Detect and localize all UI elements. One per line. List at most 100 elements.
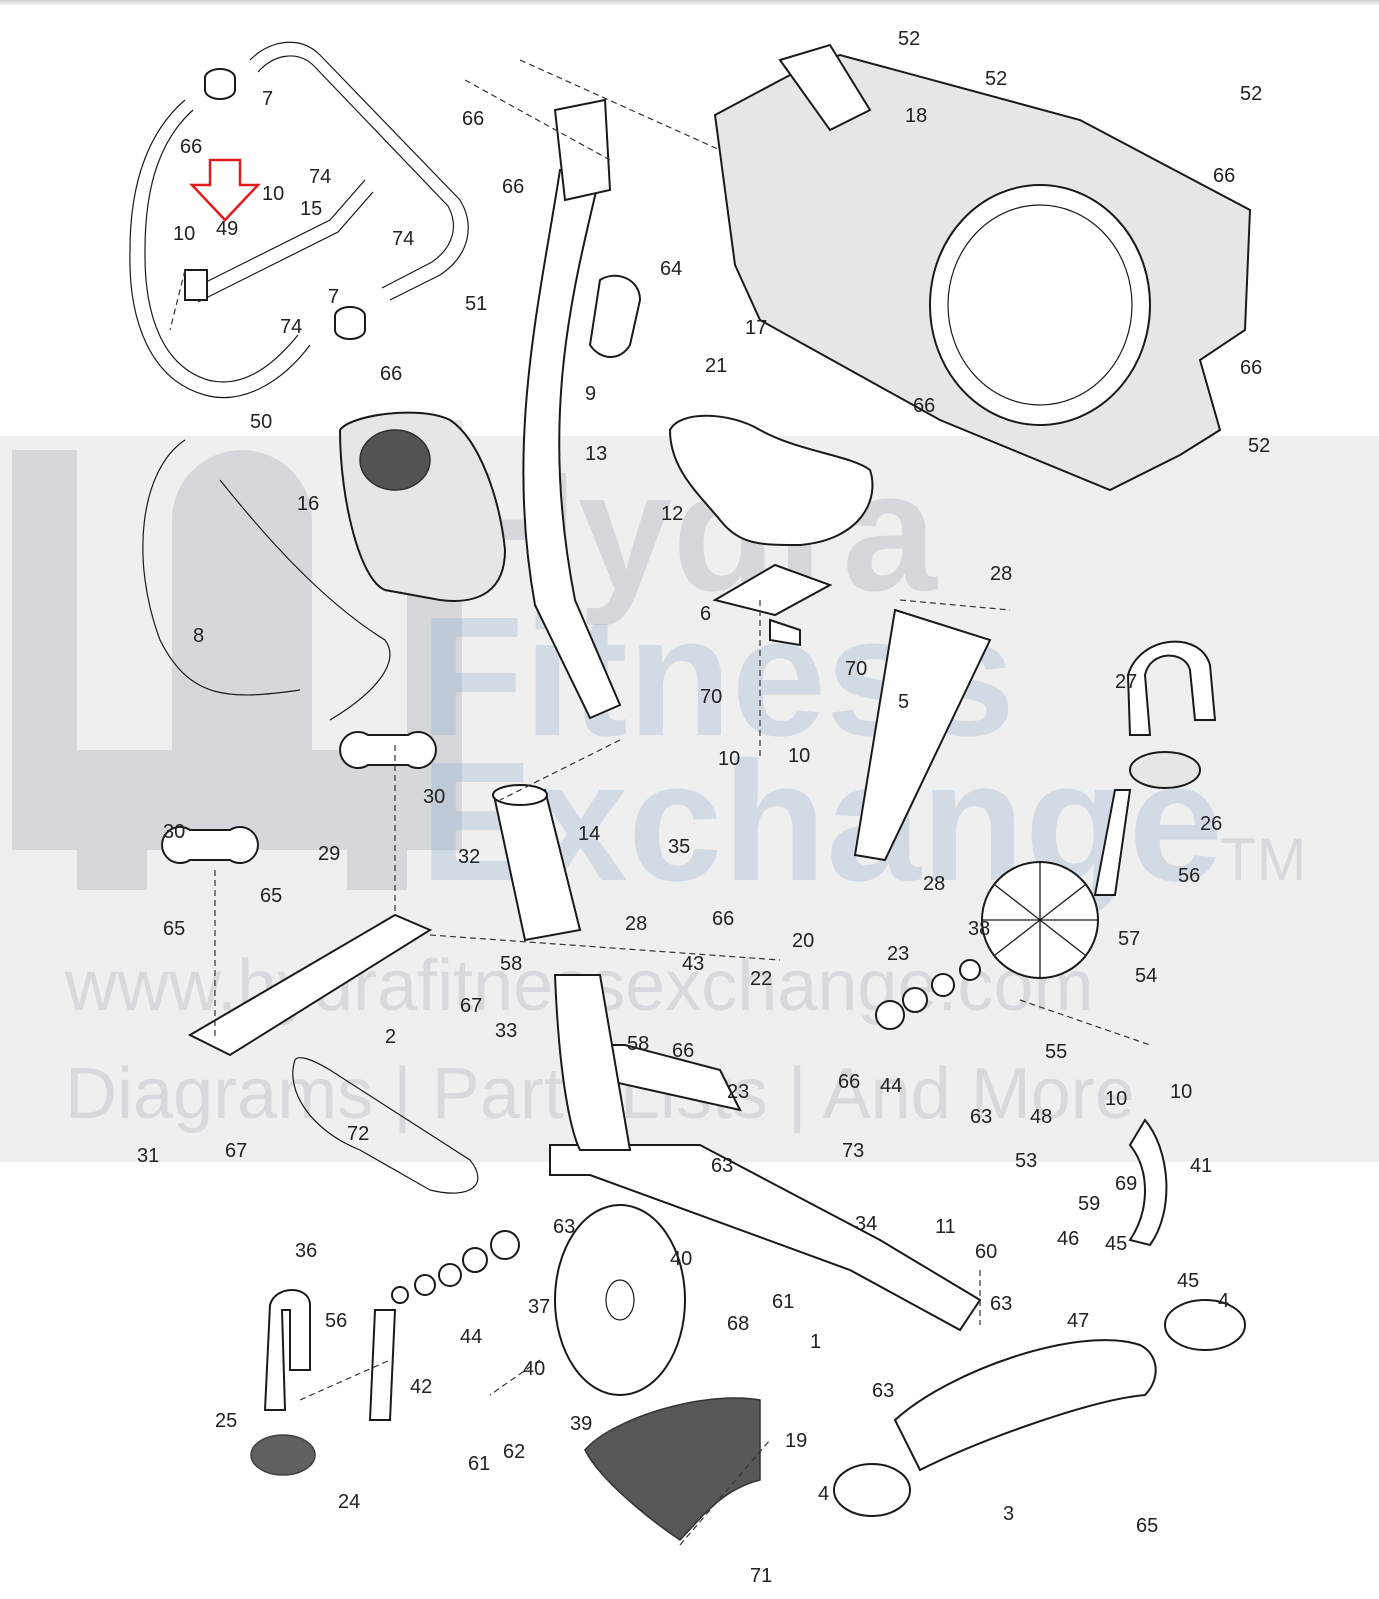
part-label: 34 [855, 1213, 877, 1235]
part-label: 46 [1057, 1228, 1079, 1250]
part-label: 28 [923, 873, 945, 895]
part-label: 23 [727, 1081, 749, 1103]
part-label: 3 [1003, 1503, 1014, 1525]
part-label: 36 [295, 1240, 317, 1262]
part-label: 18 [905, 105, 927, 127]
part-label: 22 [750, 968, 772, 990]
part-label: 54 [1135, 965, 1157, 987]
part-label: 52 [898, 28, 920, 50]
part-label: 62 [503, 1441, 525, 1463]
part-labels: 52 52 52 7 66 10 49 10 74 15 74 74 7 66 … [137, 28, 1270, 1587]
part-label: 48 [1030, 1106, 1052, 1128]
part-label: 41 [1190, 1155, 1212, 1177]
part-label: 42 [410, 1376, 432, 1398]
part-label: 31 [137, 1145, 159, 1167]
part-label: 17 [745, 317, 767, 339]
part-label: 37 [528, 1296, 550, 1318]
part-label: 8 [193, 625, 204, 647]
part-label: 10 [1105, 1088, 1127, 1110]
part-label: 63 [990, 1293, 1012, 1315]
part-label: 55 [1045, 1041, 1067, 1063]
part-label: 7 [262, 88, 273, 110]
part-label: 10 [788, 745, 810, 767]
part-label: 51 [465, 293, 487, 315]
part-label: 1 [810, 1331, 821, 1353]
part-label: 10 [262, 183, 284, 205]
part-label: 6 [700, 603, 711, 625]
watermark-logo [12, 420, 462, 890]
part-label: 72 [347, 1123, 369, 1145]
part-label: 14 [578, 823, 600, 845]
part-label: 45 [1177, 1270, 1199, 1292]
part-label: 26 [1200, 813, 1222, 835]
part-label: 47 [1067, 1310, 1089, 1332]
part-label: 21 [705, 355, 727, 377]
part-label: 39 [570, 1413, 592, 1435]
part-label: 59 [1078, 1193, 1100, 1215]
part-label: 30 [163, 821, 185, 843]
part-label: 16 [297, 493, 319, 515]
part-label: 33 [495, 1020, 517, 1042]
part-label: 65 [260, 885, 282, 907]
part-label: 44 [880, 1075, 902, 1097]
part-label: 74 [280, 316, 302, 338]
part-label: 66 [1240, 357, 1262, 379]
part-label: 35 [668, 836, 690, 858]
part-label: 67 [225, 1140, 247, 1162]
part-label: 25 [215, 1410, 237, 1432]
highlight-arrow-icon [189, 158, 261, 222]
part-label: 24 [338, 1491, 360, 1513]
part-label: 29 [318, 843, 340, 865]
part-label: 4 [818, 1483, 829, 1505]
part-label: 67 [460, 995, 482, 1017]
part-label: 60 [975, 1241, 997, 1263]
part-label: 5 [898, 691, 909, 713]
part-label: 64 [660, 258, 682, 280]
part-label: 74 [309, 166, 331, 188]
part-label: 56 [325, 1310, 347, 1332]
part-label: 20 [792, 930, 814, 952]
part-label: 43 [682, 953, 704, 975]
part-label: 32 [458, 846, 480, 868]
part-label: 40 [523, 1358, 545, 1380]
part-label: 61 [772, 1291, 794, 1313]
part-label: 9 [585, 383, 596, 405]
part-label: 65 [1136, 1515, 1158, 1537]
part-label: 38 [968, 918, 990, 940]
part-label: 13 [585, 443, 607, 465]
part-label: 28 [990, 563, 1012, 585]
part-label: 66 [180, 136, 202, 158]
part-label: 7 [328, 286, 339, 308]
part-label: 63 [553, 1216, 575, 1238]
watermark-tm: TM [1220, 826, 1307, 893]
part-label: 58 [627, 1033, 649, 1055]
part-label: 10 [718, 748, 740, 770]
part-label: 10 [173, 223, 195, 245]
part-label: 30 [423, 786, 445, 808]
part-drawings [129, 41, 1252, 1546]
part-label: 68 [727, 1313, 749, 1335]
part-label: 44 [460, 1326, 482, 1348]
part-label: 27 [1115, 671, 1137, 693]
part-label: 49 [216, 218, 238, 240]
part-label: 69 [1115, 1173, 1137, 1195]
part-label: 65 [163, 918, 185, 940]
window-top-edge [0, 0, 1379, 6]
part-label: 66 [712, 908, 734, 930]
part-label: 58 [500, 953, 522, 975]
part-label: 66 [838, 1071, 860, 1093]
part-label: 66 [672, 1040, 694, 1062]
part-label: 50 [250, 411, 272, 433]
part-label: 63 [872, 1380, 894, 1402]
part-label: 52 [985, 68, 1007, 90]
part-label: 40 [670, 1248, 692, 1270]
part-label: 74 [392, 228, 414, 250]
part-label: 52 [1240, 83, 1262, 105]
part-label: 66 [380, 363, 402, 385]
part-label: 2 [385, 1026, 396, 1048]
part-label: 28 [625, 913, 647, 935]
part-label: 11 [935, 1216, 956, 1238]
part-label: 63 [711, 1155, 733, 1177]
